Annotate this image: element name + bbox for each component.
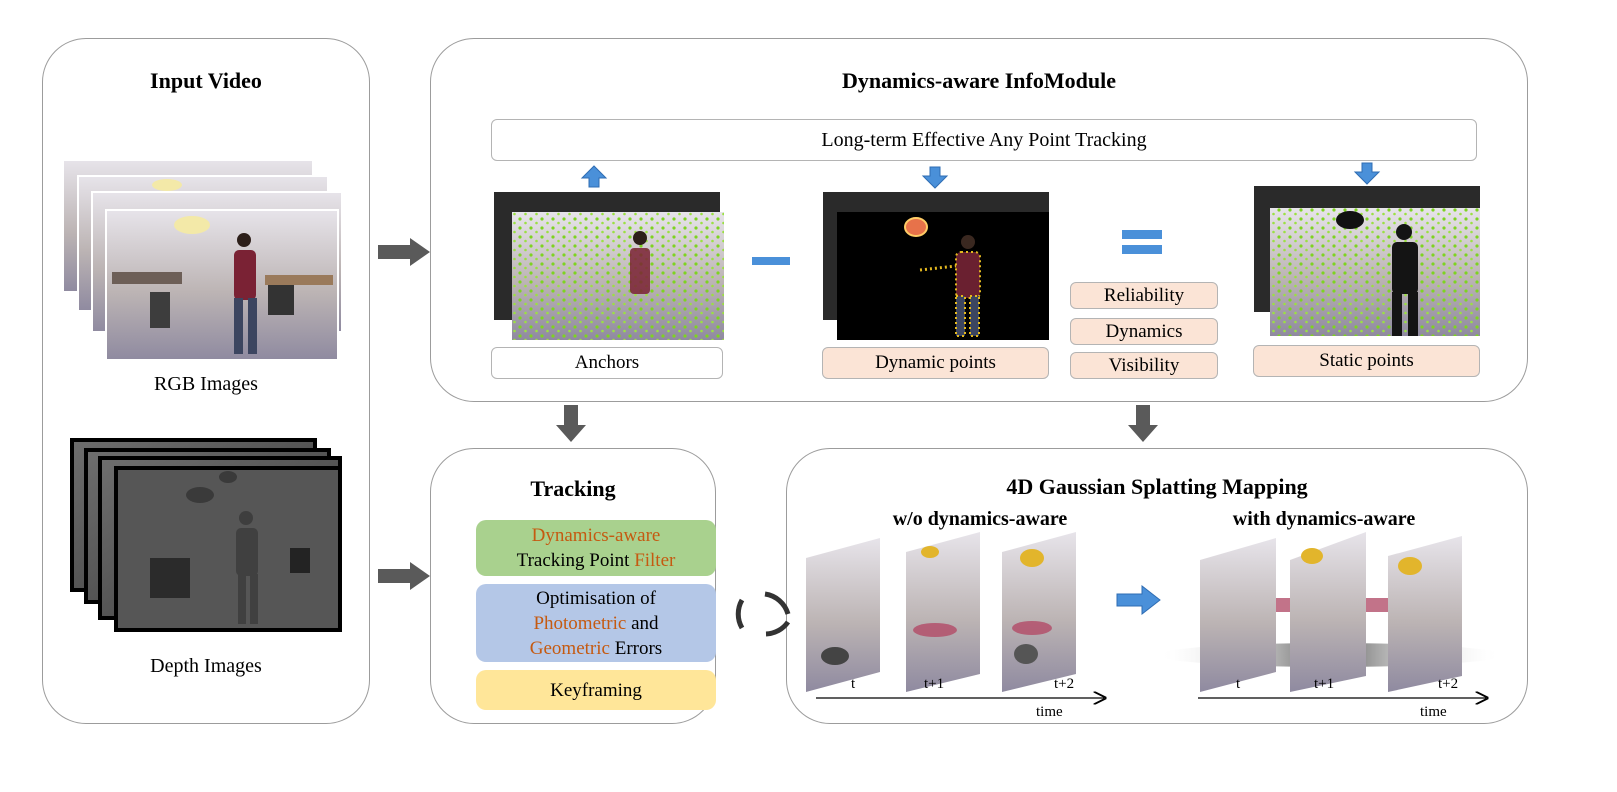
- point-tracking-bar: Long-term Effective Any Point Tracking: [491, 119, 1477, 161]
- depth-image-stack: [70, 438, 342, 632]
- anchors-label-box: Anchors: [491, 347, 723, 379]
- anchors-image: [494, 192, 724, 340]
- input-video-title: Input Video: [150, 68, 262, 93]
- time-label-with: time: [1420, 704, 1447, 720]
- optim-and: and: [631, 612, 659, 634]
- static-points-label-box: Static points: [1253, 345, 1480, 377]
- reliability-badge: Reliability: [1070, 282, 1218, 309]
- frame-t1-without: t+1: [924, 676, 945, 692]
- info-module-title: Dynamics-aware InfoModule: [842, 68, 1116, 93]
- optim-errors: Errors: [614, 637, 663, 659]
- filter-suffix: Filter: [634, 550, 676, 571]
- optim-line1: Optimisation of: [536, 587, 656, 609]
- equals-sign: [1122, 230, 1162, 254]
- rgb-image-stack: [62, 159, 343, 361]
- dynamics-badge: Dynamics: [1070, 318, 1218, 345]
- optimisation-box: Optimisation of Photometric and Geometri…: [476, 584, 716, 662]
- static-points-image: [1254, 186, 1480, 336]
- mapping-title: 4D Gaussian Splatting Mapping: [1006, 474, 1308, 499]
- visibility-badge: Visibility: [1070, 352, 1218, 379]
- filter-main: Tracking Point: [516, 550, 630, 571]
- frame-t2-without: t+2: [1054, 676, 1075, 692]
- input-to-module-arrows: [378, 238, 1158, 590]
- frame-t-with: t: [1236, 676, 1241, 692]
- minus-sign: [752, 257, 790, 265]
- dynamic-points-label-box: Dynamic points: [822, 347, 1049, 379]
- filter-prefix: Dynamics-aware: [531, 525, 661, 546]
- dynamic-points-image: [823, 192, 1049, 340]
- without-dynamics-label: w/o dynamics-aware: [892, 508, 1068, 530]
- with-dynamics-frames: [1158, 532, 1502, 692]
- frame-t1-with: t+1: [1314, 676, 1335, 692]
- optim-photometric: Photometric: [533, 612, 627, 634]
- tracking-title: Tracking: [530, 476, 616, 501]
- depth-images-label: Depth Images: [150, 655, 262, 677]
- frame-t2-with: t+2: [1438, 676, 1459, 692]
- tracking-cycle-icon: [735, 591, 791, 637]
- optim-geometric: Geometric: [529, 637, 610, 659]
- without-dynamics-frames: [806, 532, 1076, 692]
- tracking-point-filter-box: Dynamics-aware Tracking Point Filter: [476, 520, 716, 576]
- time-label-without: time: [1036, 704, 1063, 720]
- keyframing-box: Keyframing: [476, 670, 716, 710]
- frame-t-without: t: [851, 676, 856, 692]
- blue-flow-arrows: [580, 162, 1381, 616]
- rgb-images-label: RGB Images: [154, 373, 258, 395]
- with-dynamics-label: with dynamics-aware: [1232, 508, 1416, 530]
